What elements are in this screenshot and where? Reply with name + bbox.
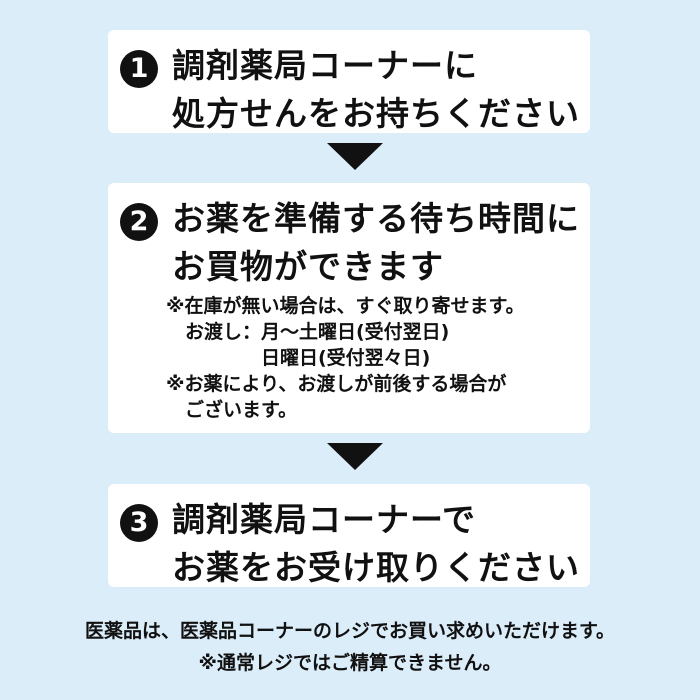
step-2-box: 2 お薬を準備する待ち時間に お買物ができます ※在庫が無い場合は、すぐ取り寄せ… (108, 183, 590, 433)
step-number-badge: 1 (120, 50, 158, 88)
step-2-heading: お薬を準備する待ち時間に お買物ができます (122, 195, 580, 291)
heading-line: 処方せんをお持ちください (172, 94, 580, 133)
heading-line: お薬を準備する待ち時間に (172, 199, 580, 238)
step-number-badge: 3 (120, 504, 158, 542)
heading-line: お薬をお受け取りください (172, 548, 580, 587)
note-line: お渡し：月～土曜日(受付翌日) (166, 321, 450, 343)
note-line: ※在庫が無い場合は、すぐ取り寄せます。 (166, 295, 525, 317)
heading-line: 調剤薬局コーナーで (172, 500, 477, 539)
step-number-badge: 2 (120, 203, 158, 241)
down-arrow-icon (327, 143, 383, 170)
footer-note: 医薬品は、医薬品コーナーのレジでお買い求めいただけます。 (84, 620, 616, 642)
note-line: ございます。 (166, 399, 298, 421)
step-1-box: 1 調剤薬局コーナーに 処方せんをお持ちください (108, 30, 590, 133)
step-1-heading: 調剤薬局コーナーに 処方せんをお持ちください (122, 42, 580, 138)
step-3-heading: 調剤薬局コーナーで お薬をお受け取りください (122, 496, 580, 592)
down-arrow-icon (327, 443, 383, 470)
note-line: ※お薬により、お渡しが前後する場合が (166, 373, 507, 395)
note-line: 日曜日(受付翌々日) (166, 347, 431, 369)
heading-line: 調剤薬局コーナーに (172, 46, 478, 85)
footer-subnote: ※通常レジではご精算できません。 (198, 652, 502, 674)
step-2-notes: ※在庫が無い場合は、すぐ取り寄せます。 お渡し：月～土曜日(受付翌日) 日曜日(… (166, 293, 525, 423)
heading-line: お買物ができます (172, 247, 444, 286)
step-3-box: 3 調剤薬局コーナーで お薬をお受け取りください (108, 484, 590, 587)
